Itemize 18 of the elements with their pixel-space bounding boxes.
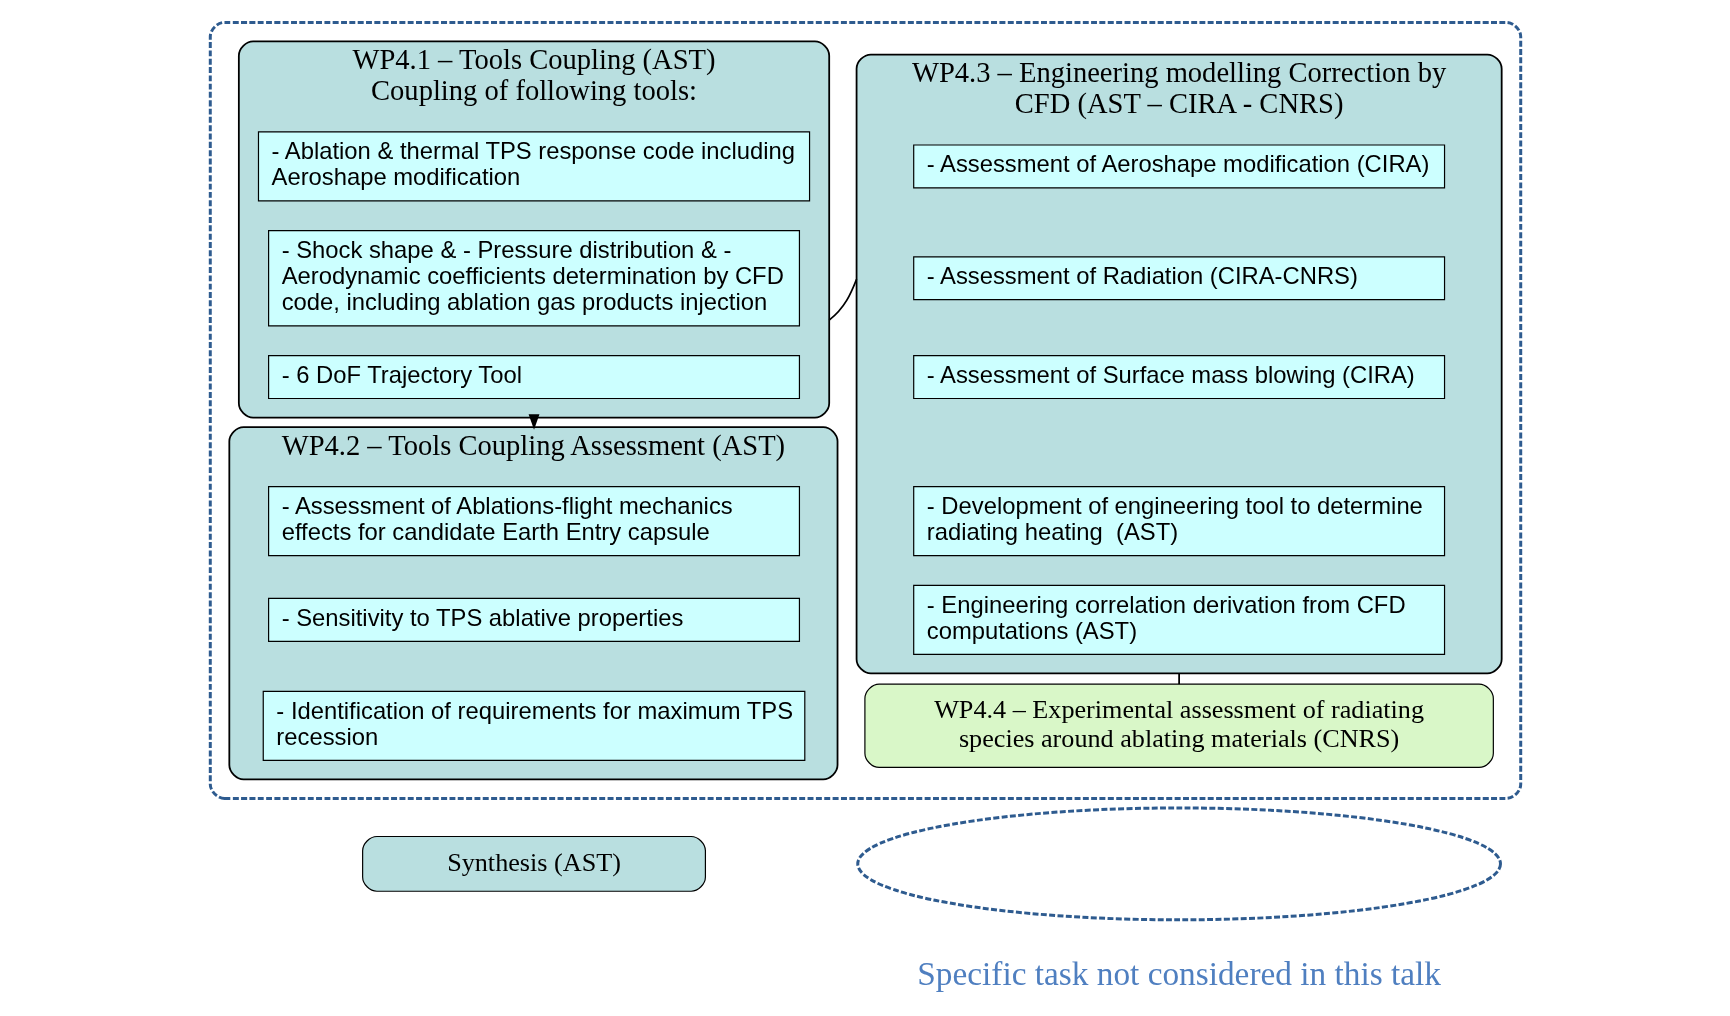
connector <box>1177 672 1180 685</box>
node-box: - Assessment of Radiation (CIRA-CNRS) <box>912 256 1445 301</box>
node-box: - Engineering correlation derivation from CFD computations (AST) <box>912 584 1445 655</box>
node-box: - Identification of requirements for maximum TPS recession <box>262 690 805 761</box>
node-box: - Ablation & thermal TPS response code including Aeroshape modification <box>257 131 810 202</box>
node-box: - Assessment of Aeroshape modification (CIRA) <box>912 144 1445 189</box>
cluster <box>208 20 1522 800</box>
node-box: Synthesis (AST) <box>361 835 706 892</box>
node-box: - Assessment of Ablations-flight mechanics effects for candidate Earth Entry capsule <box>267 486 800 557</box>
node-box: - Assessment of Surface mass blowing (CIRA) <box>912 355 1445 400</box>
node-box: - Development of engineering tool to determine radiating heating (AST) <box>912 486 1445 557</box>
node-box: - Sensitivity to TPS ablative properties <box>267 597 800 642</box>
label: Specific task not considered in this talk <box>916 954 1441 992</box>
node-box: - Shock shape & - Pressure distribution & - Aerodynamic coefficients determination by CFD code, including ablation gas products injection <box>267 230 800 327</box>
connector <box>827 278 857 322</box>
node-box: WP4.4 – Experimental assessment of radiating species around ablating materials (CNRS) <box>863 683 1494 769</box>
node-ellipse <box>855 806 1502 922</box>
node-box: - 6 DoF Trajectory Tool <box>267 355 800 400</box>
